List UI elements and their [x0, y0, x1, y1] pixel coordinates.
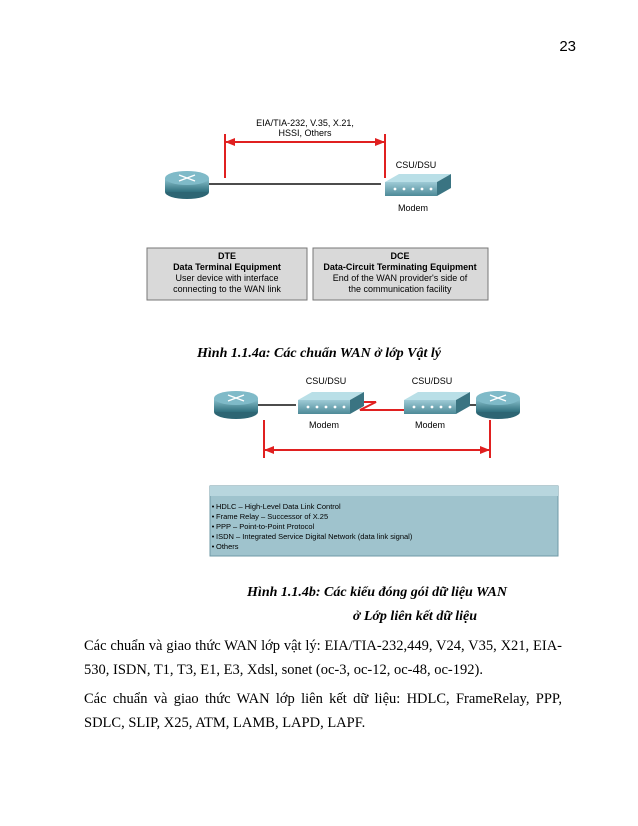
dce-desc-2: the communication facility — [348, 284, 452, 294]
standards-label-1: EIA/TIA-232, V.35, X.21, — [256, 118, 354, 128]
router-icon — [165, 171, 209, 199]
figure-data-link-layer: CSU/DSU Modem CSU/DSU Modem HDLC – High-… — [209, 376, 559, 557]
bullet-icon — [212, 505, 214, 548]
modem-right-label: Modem — [415, 420, 445, 430]
page-number: 23 — [559, 38, 576, 55]
protocol-list-box — [209, 485, 559, 557]
dce-panel — [312, 247, 489, 301]
modem-label: Modem — [398, 203, 428, 213]
paragraph-line: Các chuẩn và giao thức WAN lớp vật lý: E… — [84, 638, 562, 654]
dte-desc-1: User device with interface — [175, 273, 278, 283]
csu-dsu-label: CSU/DSU — [396, 160, 437, 170]
standards-span-line — [224, 134, 386, 178]
csu-dsu-left-label: CSU/DSU — [306, 376, 347, 386]
data-link-span-line — [263, 420, 491, 458]
protocol-item: HDLC – High-Level Data Link Control — [216, 502, 341, 511]
paragraph-line: Các chuẩn và giao thức WAN lớp liên kết … — [84, 691, 562, 707]
figure-caption-1: Hình 1.1.4a: Các chuẩn WAN ở lớp Vật lý — [197, 346, 441, 361]
csu-dsu-right-label: CSU/DSU — [412, 376, 453, 386]
modem-left-icon — [298, 392, 364, 414]
protocol-item: ISDN – Integrated Service Digital Networ… — [216, 532, 413, 541]
figure-physical-layer: EIA/TIA-232, V.35, X.21, HSSI, Others CS… — [146, 118, 489, 301]
protocol-item: PPP – Point-to-Point Protocol — [216, 522, 315, 531]
dce-desc-1: End of the WAN provider's side of — [333, 273, 468, 283]
dte-desc-2: connecting to the WAN link — [173, 284, 281, 294]
dte-panel — [146, 247, 308, 301]
router-right-icon — [476, 391, 520, 419]
modem-icon — [385, 174, 451, 196]
standards-label-2: HSSI, Others — [278, 128, 332, 138]
paragraph-line: 530, ISDN, T1, T3, E1, E3, Xdsl, sonet (… — [84, 662, 483, 678]
dce-title: DCE — [390, 251, 409, 261]
protocol-item: Others — [216, 542, 239, 551]
paragraph-data-link-standards: Các chuẩn và giao thức WAN lớp liên kết … — [84, 687, 562, 735]
dce-subtitle: Data-Circuit Terminating Equipment — [323, 262, 476, 272]
figure-caption-2-line2: ở Lớp liên kết dữ liệu — [352, 609, 477, 624]
dte-title: DTE — [218, 251, 236, 261]
modem-left-label: Modem — [309, 420, 339, 430]
paragraph-physical-standards: Các chuẩn và giao thức WAN lớp vật lý: E… — [84, 634, 562, 682]
dte-subtitle: Data Terminal Equipment — [173, 262, 281, 272]
paragraph-line: SDLC, SLIP, X25, ATM, LAMB, LAPD, LAPF. — [84, 715, 366, 731]
protocol-item: Frame Relay – Successor of X.25 — [216, 512, 328, 521]
figure-caption-2-line1: Hình 1.1.4b: Các kiểu đóng gói dữ liệu W… — [247, 585, 507, 600]
modem-right-icon — [404, 392, 470, 414]
router-left-icon — [214, 391, 258, 419]
